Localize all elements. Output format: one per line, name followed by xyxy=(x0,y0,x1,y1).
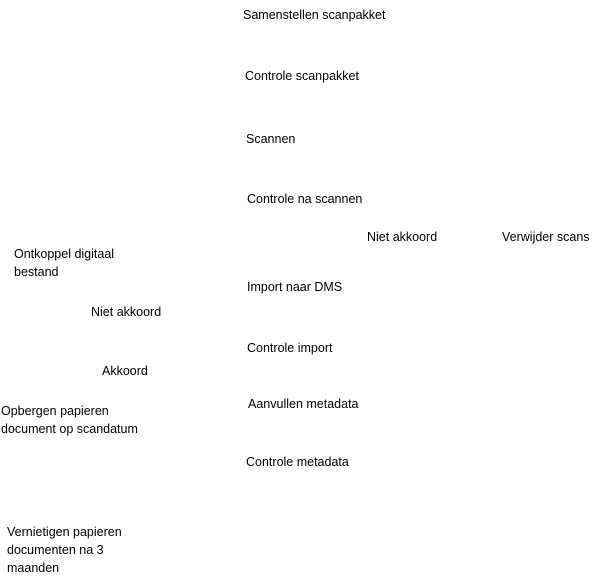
step-verwijder-scans: Verwijder scans xyxy=(502,230,590,244)
step-controle-na-scannen: Controle na scannen xyxy=(247,192,363,206)
step-import-naar-dms: Import naar DMS xyxy=(247,280,343,294)
label-niet-akkoord-import: Niet akkoord xyxy=(91,305,162,319)
step-aanvullen-metadata: Aanvullen metadata xyxy=(248,397,359,411)
step-controle-metadata: Controle metadata xyxy=(246,455,349,469)
label-niet-akkoord-scan: Niet akkoord xyxy=(367,230,438,244)
step-opbergen-papieren-document: Opbergen papieren document op scandatum xyxy=(1,404,138,436)
step-samenstellen-scanpakket: Samenstellen scanpakket xyxy=(243,8,386,22)
step-controle-scanpakket: Controle scanpakket xyxy=(245,69,359,83)
step-controle-import: Controle import xyxy=(247,341,333,355)
step-ontkoppel-digitaal-bestand: Ontkoppel digitaal bestand xyxy=(14,247,115,279)
step-scannen: Scannen xyxy=(246,132,296,146)
label-akkoord: Akkoord xyxy=(102,364,148,378)
step-vernietigen-papieren-documenten: Vernietigen papieren documenten na 3 maa… xyxy=(7,525,122,575)
